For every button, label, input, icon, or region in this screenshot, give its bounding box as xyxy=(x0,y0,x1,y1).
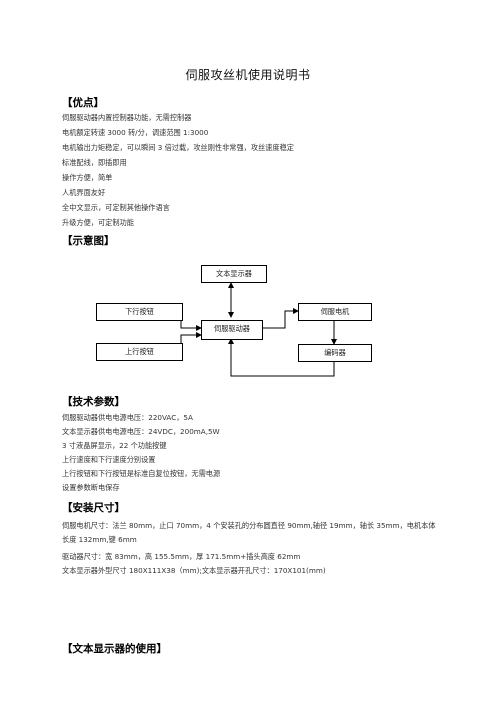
advantage-line: 电机输出力矩稳定，可以瞬间 3 倍过载，攻丝刚性非常强，攻丝速度稳定 xyxy=(62,143,294,152)
servo-motor-box: 伺服电机 xyxy=(298,303,372,321)
install-heading: 【安装尺寸】 xyxy=(62,502,125,514)
install-line: 驱动器尺寸：宽 83mm，高 155.5mm，厚 171.5mm+插头高度 62… xyxy=(62,552,301,561)
advantage-line: 全中文显示，可定制其他操作语言 xyxy=(62,203,170,212)
spec-line: 上行按钮和下行按钮是标准自复位按钮，无需电源 xyxy=(62,469,221,478)
up-button-arrow xyxy=(180,332,202,352)
display-usage-heading: 【文本显示器的使用】 xyxy=(62,643,167,655)
down-button-box: 下行按钮 xyxy=(96,303,183,321)
servo-drive-box: 伺服驱动器 xyxy=(201,320,263,340)
advantage-line: 电机额定转速 3000 转/分，调速范围 1:3000 xyxy=(62,128,209,137)
spec-line: 设置参数断电保存 xyxy=(62,483,120,492)
advantage-line: 伺服驱动器内置控制器功能，无需控制器 xyxy=(62,113,192,122)
install-line: 文本显示器外型尺寸 180X111X38（mm);文本显示器开孔尺寸：170X1… xyxy=(62,566,326,575)
document-title: 伺服攻丝机使用说明书 xyxy=(185,68,311,82)
spec-line: 3 寸液晶屏显示，22 个功能按键 xyxy=(62,441,167,450)
drive-motor-arrow xyxy=(261,308,299,329)
advantage-line: 标准配线，即插即用 xyxy=(62,158,127,167)
diagram-heading: 【示意图】 xyxy=(62,235,115,247)
spec-line: 伺服驱动器供电电源电压：220VAC，5A xyxy=(62,413,193,422)
up-button-box: 上行按钮 xyxy=(96,343,183,361)
down-button-arrow xyxy=(180,311,202,331)
advantage-line: 升级方便，可定制功能 xyxy=(62,218,134,227)
advantage-line: 人机界面友好 xyxy=(62,188,106,197)
advantages-heading: 【优点】 xyxy=(62,97,104,109)
spec-line: 文本显示器供电电源电压：24VDC，200mA,5W xyxy=(62,427,220,436)
text-display-box: 文本显示器 xyxy=(201,265,267,283)
advantage-line: 操作方便，简单 xyxy=(62,173,113,182)
install-line: 伺服电机尺寸：法兰 80mm，止口 70mm，4 个安装孔的分布圆直径 90mm… xyxy=(62,521,436,544)
encoder-feedback-arrow xyxy=(228,338,335,377)
spec-line: 上行速度和下行速度分别设置 xyxy=(62,455,156,464)
encoder-box: 编码器 xyxy=(298,344,372,362)
specs-heading: 【技术参数】 xyxy=(62,396,125,408)
